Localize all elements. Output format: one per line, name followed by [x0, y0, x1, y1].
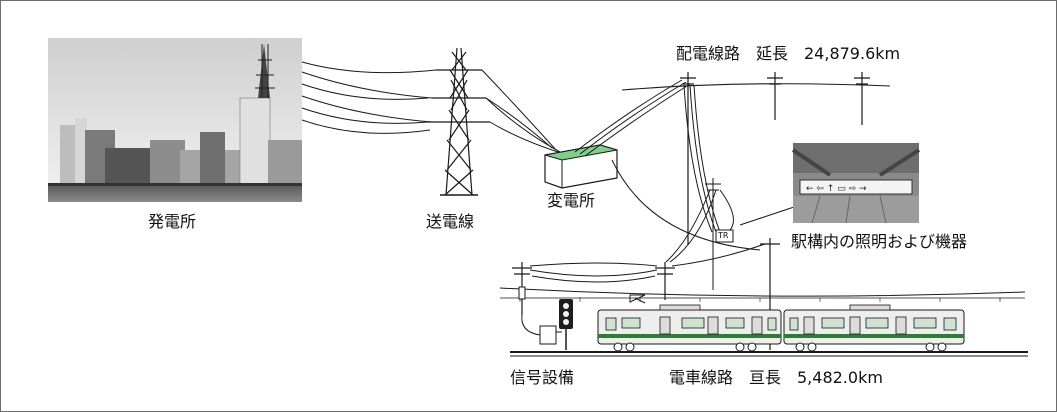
distribution-drop-wires — [611, 84, 801, 290]
transmission-line-label: 送電線 — [426, 212, 475, 231]
power-plant-photo — [48, 38, 302, 202]
distribution-poles — [621, 72, 891, 245]
transformer-tag: TR — [718, 231, 729, 240]
transmission-wires — [301, 61, 437, 134]
catenary-line-label: 電車線路 亘長 5,482.0km — [669, 368, 883, 387]
catenary-wire — [499, 287, 1026, 302]
substation-to-pole-wires — [574, 79, 691, 157]
catenary-poles — [512, 262, 675, 315]
railway-track — [510, 351, 1028, 357]
power-plant-label: 発電所 — [148, 212, 197, 231]
station-equipment-label: 駅構内の照明および機器 — [791, 232, 968, 251]
svg-text:← ⇦ ↑ ▭ ⇨ →: ← ⇦ ↑ ▭ ⇨ → — [806, 184, 867, 194]
tower-to-substation-wires — [481, 69, 565, 155]
distribution-line-label: 配電線路 延長 24,879.6km — [676, 44, 901, 63]
transmission-tower — [428, 47, 490, 196]
feeder-wires — [529, 243, 766, 283]
signal-equipment-label: 信号設備 — [510, 368, 575, 387]
signal-light — [518, 286, 573, 350]
substation-box — [544, 144, 618, 189]
substation-label: 変電所 — [547, 191, 596, 210]
train — [597, 294, 965, 352]
station-interior-photo: ← ⇦ ↑ ▭ ⇨ → — [791, 143, 921, 224]
